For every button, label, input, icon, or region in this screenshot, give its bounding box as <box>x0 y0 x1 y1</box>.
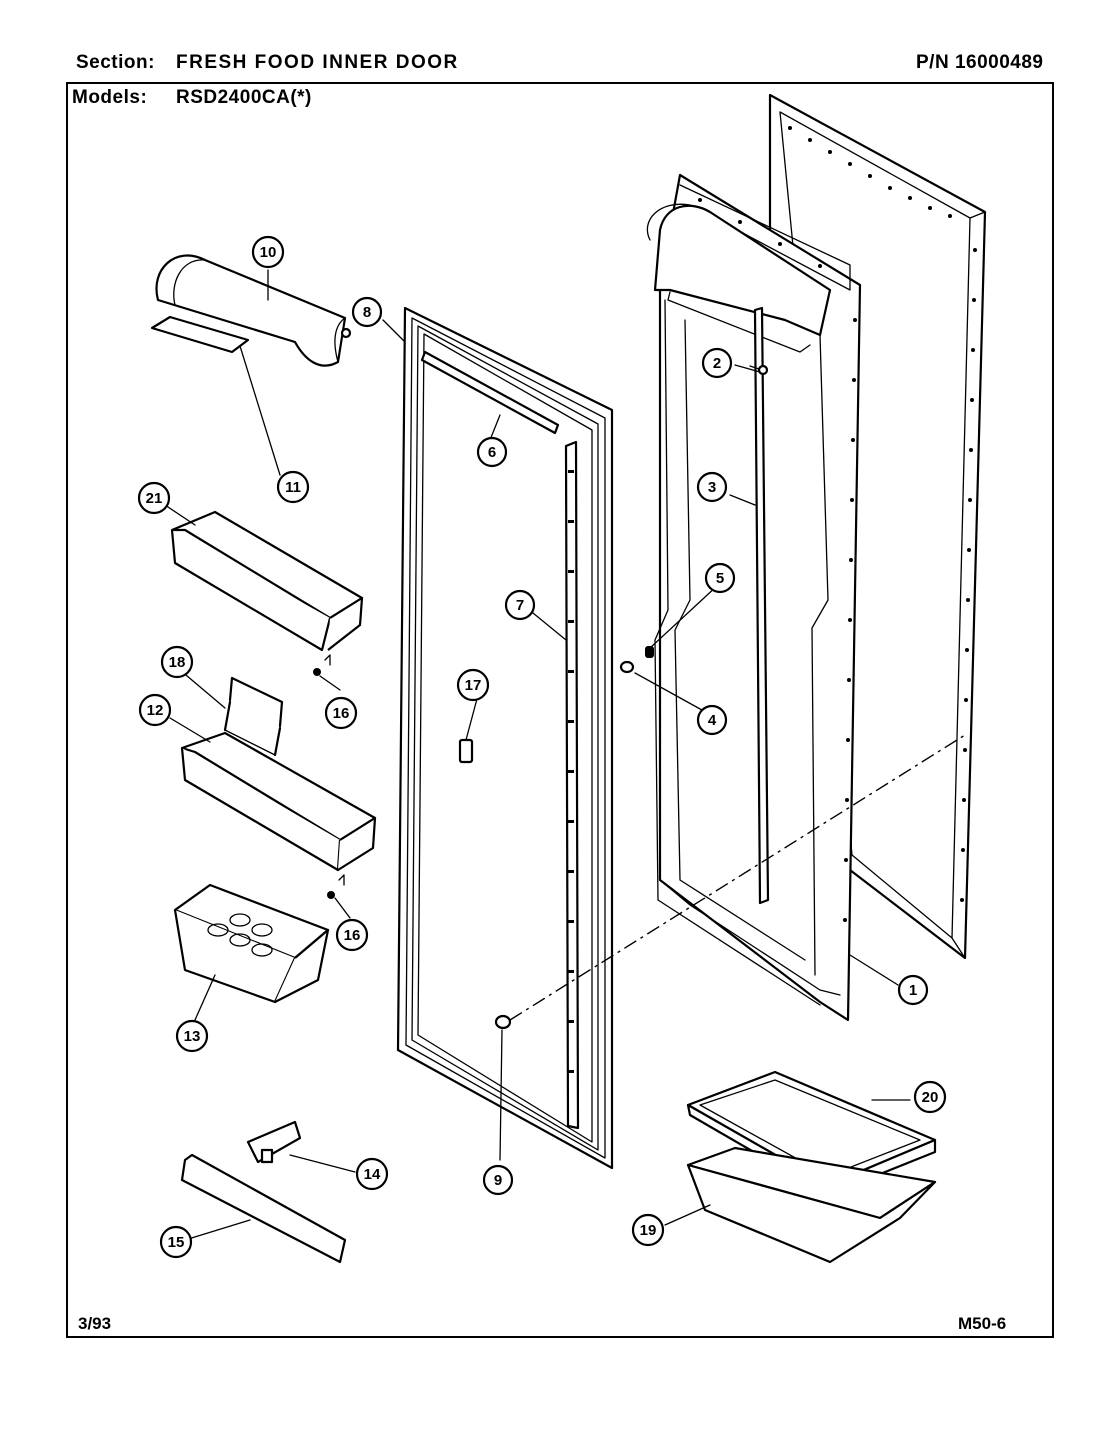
callout-14: 14 <box>355 1157 389 1191</box>
callout-7: 7 <box>504 589 536 621</box>
models-label: Models: <box>72 87 148 108</box>
svg-text:4: 4 <box>708 712 717 729</box>
svg-text:13: 13 <box>184 1028 201 1045</box>
revision-date: 3/93 <box>78 1314 112 1333</box>
inner-door-liner <box>646 173 862 1022</box>
svg-text:8: 8 <box>363 304 371 321</box>
svg-text:6: 6 <box>488 444 496 461</box>
section-label: Section: <box>76 52 155 73</box>
callout-8: 8 <box>351 296 383 328</box>
crisper-pan <box>686 1146 937 1264</box>
page-code: M50-6 <box>958 1314 1007 1333</box>
svg-text:14: 14 <box>364 1166 381 1183</box>
callout-3: 3 <box>696 471 728 503</box>
svg-text:1: 1 <box>909 982 917 999</box>
top-trim <box>420 350 560 435</box>
callout-12: 12 <box>138 693 172 727</box>
callout-16b: 16 <box>335 918 369 952</box>
clip-17 <box>458 738 474 764</box>
vertical-strip <box>564 440 580 1130</box>
section-title: FRESH FOOD INNER DOOR <box>176 52 459 73</box>
shelf-bar-15 <box>180 1153 347 1264</box>
svg-text:2: 2 <box>713 355 721 372</box>
alignment-line <box>509 734 966 1021</box>
egg-tray <box>173 883 330 1004</box>
callout-20: 20 <box>913 1080 947 1114</box>
bracket-18 <box>223 676 284 757</box>
svg-text:11: 11 <box>285 479 301 496</box>
leader-lines <box>164 269 911 1241</box>
callout-15: 15 <box>159 1225 193 1259</box>
svg-text:21: 21 <box>146 490 163 507</box>
callout-16a: 16 <box>324 696 358 730</box>
svg-text:3: 3 <box>708 479 716 496</box>
callout-10: 10 <box>251 235 285 269</box>
callout-9: 9 <box>482 1164 514 1196</box>
dairy-door <box>155 254 352 367</box>
part-number: P/N 16000489 <box>916 52 1044 73</box>
callout-2: 2 <box>701 347 733 379</box>
svg-text:16: 16 <box>344 927 361 944</box>
callout-13: 13 <box>175 1019 209 1053</box>
fastener-4-5 <box>619 646 654 674</box>
svg-text:7: 7 <box>516 597 524 614</box>
svg-text:15: 15 <box>168 1234 185 1251</box>
svg-text:10: 10 <box>260 244 277 261</box>
callout-6: 6 <box>476 436 508 468</box>
svg-text:17: 17 <box>465 677 482 694</box>
callout-21: 21 <box>137 481 171 515</box>
screw-2 <box>749 364 769 376</box>
callout-18: 18 <box>160 645 194 679</box>
clip-14 <box>246 1120 302 1164</box>
liner-bar <box>753 306 770 905</box>
callout-5: 5 <box>704 562 736 594</box>
screw-9 <box>494 1014 512 1030</box>
model-number: RSD2400CA(*) <box>176 87 312 108</box>
callout-17: 17 <box>456 668 490 702</box>
callout-11: 11 <box>276 470 310 504</box>
svg-text:5: 5 <box>716 570 724 587</box>
callout-4: 4 <box>696 704 728 736</box>
svg-text:19: 19 <box>640 1222 657 1239</box>
callout-1: 1 <box>897 974 929 1006</box>
svg-text:12: 12 <box>147 702 164 719</box>
screws-16 <box>313 654 345 899</box>
callout-19: 19 <box>631 1213 665 1247</box>
callout-bubbles: 1 2 3 4 5 6 7 8 9 10 11 12 13 14 15 16 1… <box>137 235 947 1259</box>
svg-text:18: 18 <box>169 654 186 671</box>
svg-text:16: 16 <box>333 705 350 722</box>
door-gasket <box>396 306 614 1170</box>
dairy-tray <box>150 315 250 354</box>
diagram-frame <box>66 82 1054 1338</box>
door-bin-12 <box>180 731 377 872</box>
svg-text:20: 20 <box>922 1089 939 1106</box>
door-bin-21 <box>170 510 364 652</box>
svg-text:9: 9 <box>494 1172 502 1189</box>
